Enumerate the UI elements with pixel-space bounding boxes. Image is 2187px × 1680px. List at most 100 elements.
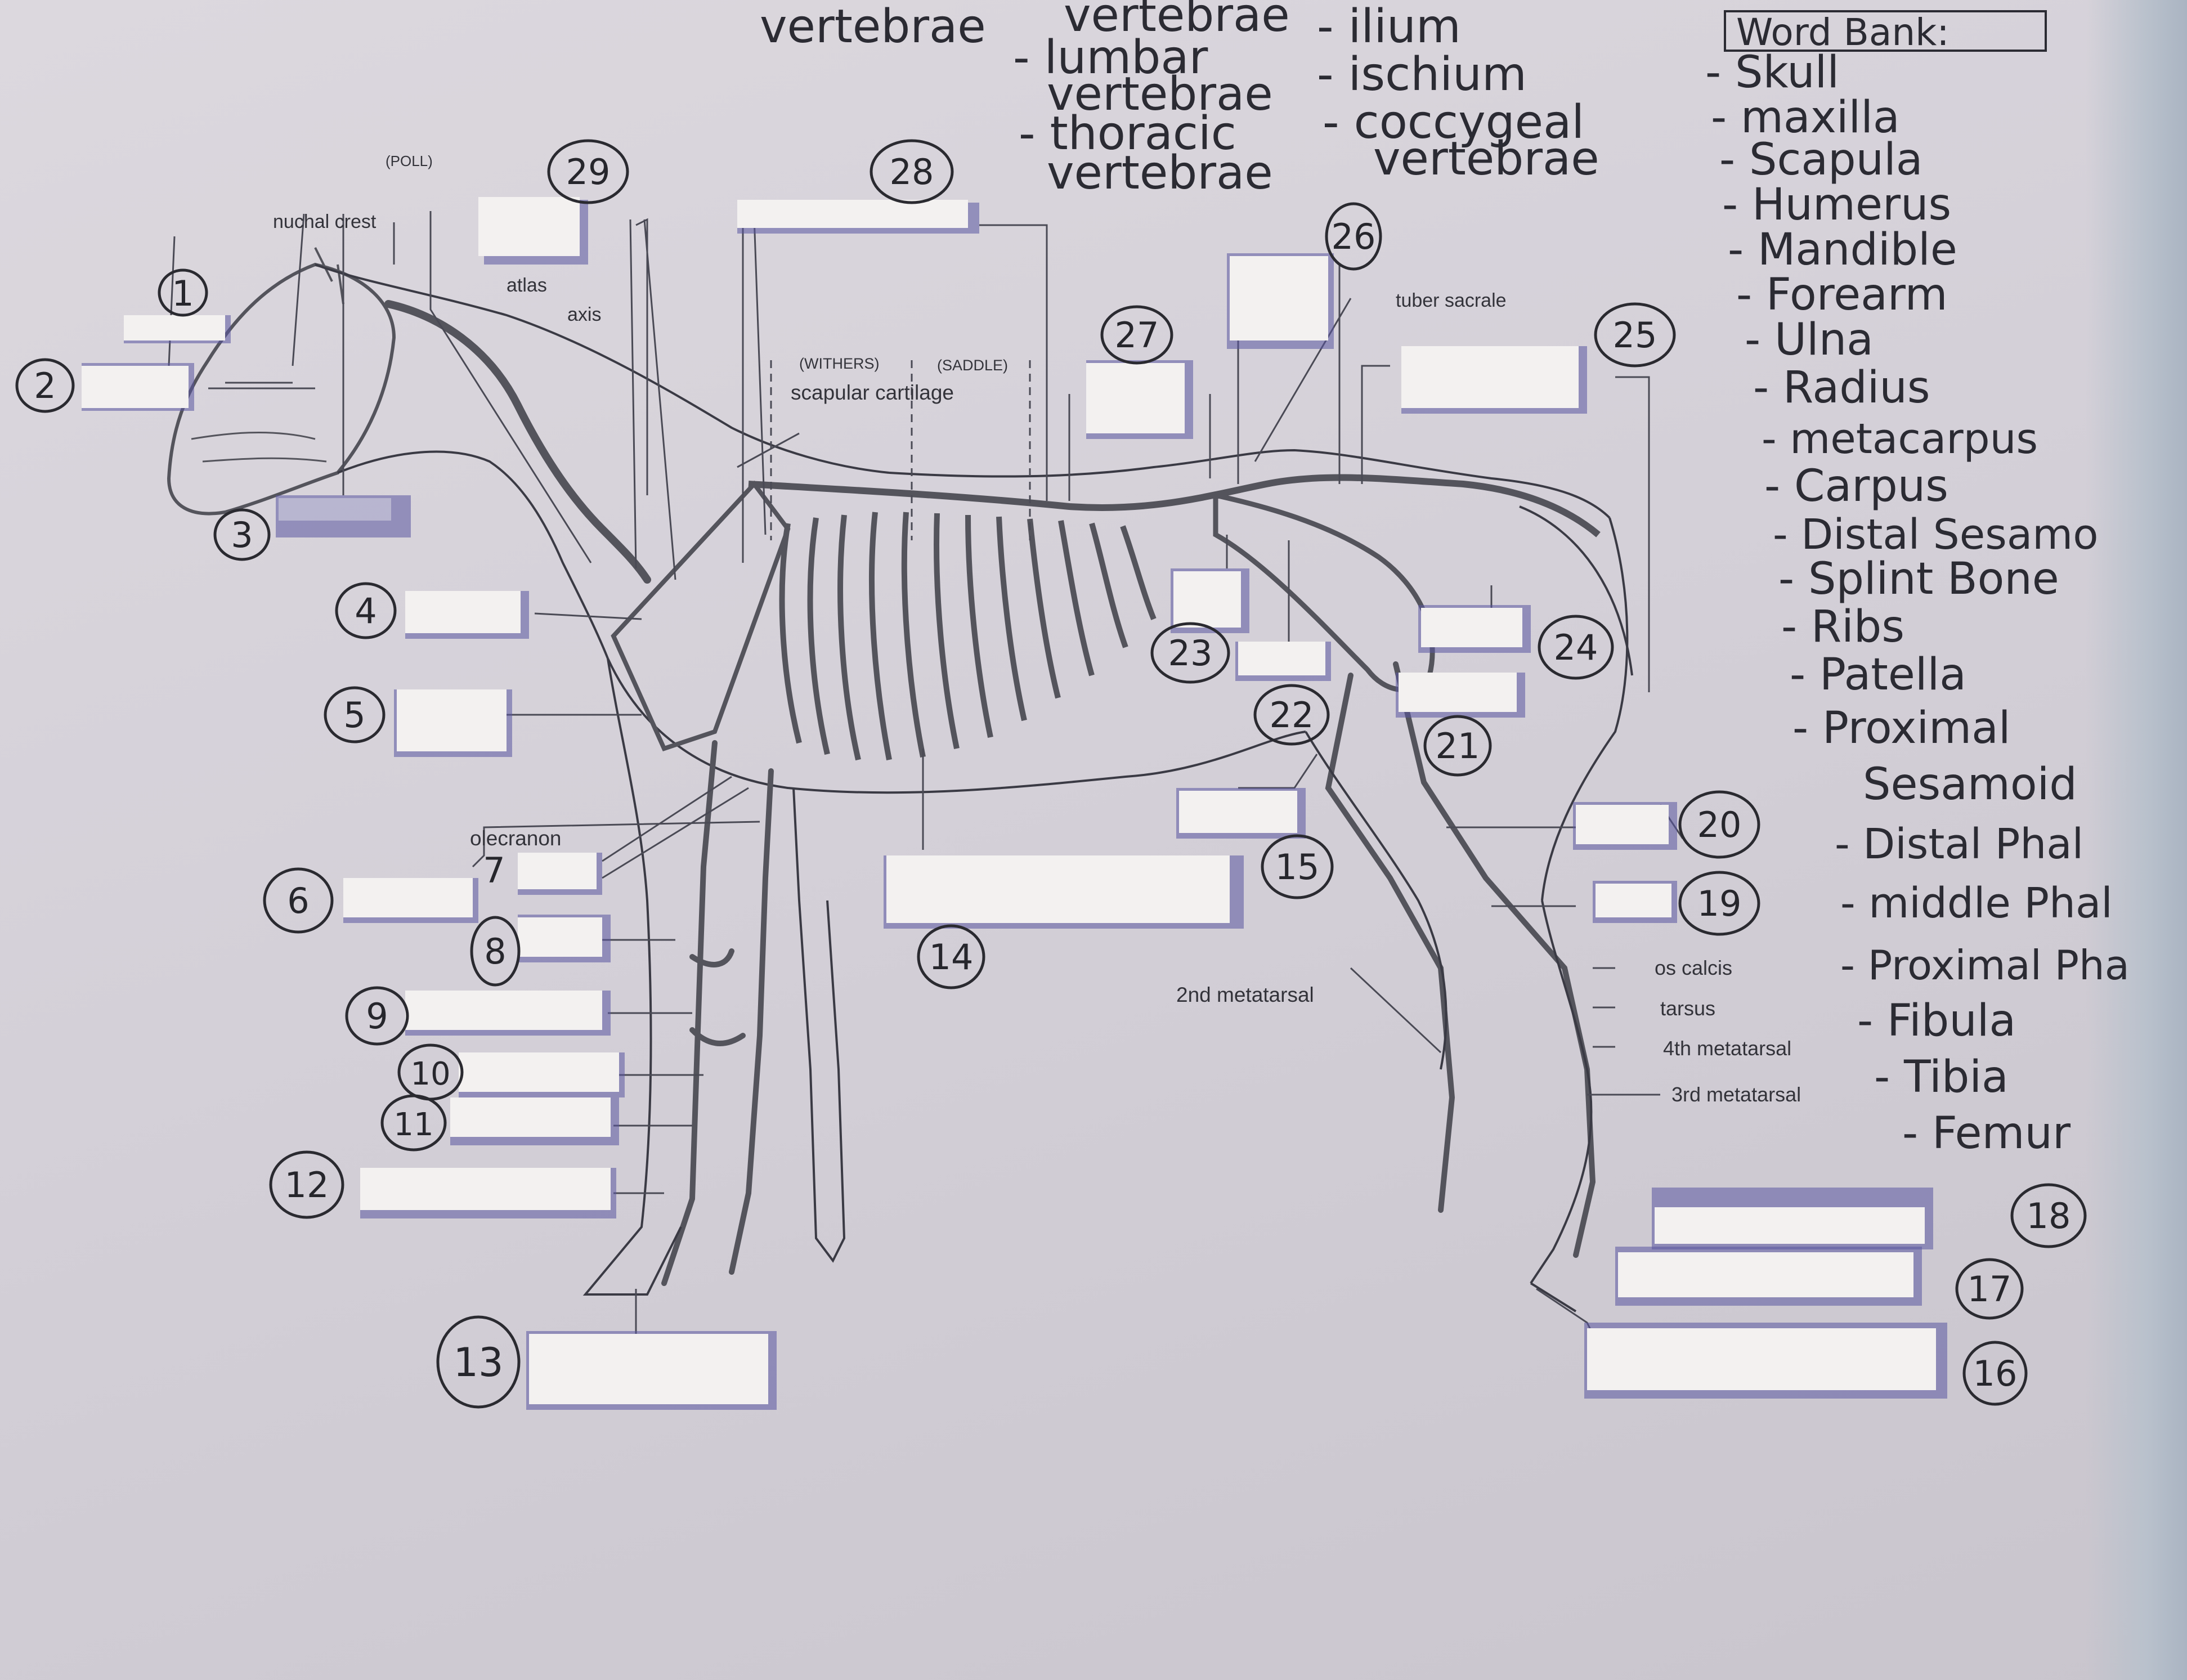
answer-box-23: [1173, 571, 1241, 628]
answer-box-2: [82, 366, 189, 408]
label-tarsus: tarsus: [1660, 997, 1715, 1020]
number-26: 26: [1332, 216, 1376, 257]
answer-box-12: [360, 1168, 611, 1210]
word-bank-item: - middle Phal: [1840, 879, 2113, 928]
number-markers: 1 2 3 4 5 6 7 8 9 10 11 12 13 14 15 16 1…: [15, 139, 2087, 1409]
number-4: 4: [355, 590, 377, 631]
word-bank-item: - metacarpus: [1762, 415, 2038, 463]
word-bank-item: - Carpus: [1764, 461, 1948, 512]
word-bank-title: Word Bank:: [1736, 11, 1950, 54]
number-16: 16: [1973, 1353, 2018, 1394]
paper-edge: [2086, 0, 2187, 1680]
word-bank-item: - Femur: [1902, 1108, 2071, 1159]
number-19: 19: [1697, 883, 1742, 924]
answer-box-16: [1587, 1328, 1936, 1390]
answer-box-1: [124, 315, 225, 341]
label-olecranon: olecranon: [470, 827, 562, 850]
answer-box-17: [1618, 1252, 1913, 1297]
number-2: 2: [34, 365, 56, 406]
answer-box-13: [529, 1334, 768, 1404]
label-nuchal-crest: nuchal crest: [273, 211, 377, 232]
number-10: 10: [410, 1056, 450, 1092]
number-1: 1: [172, 273, 194, 314]
answer-box-5: [397, 689, 507, 751]
answer-box-3: [279, 498, 391, 521]
front-legs: [661, 740, 774, 1286]
word-bank-item: - Distal Phal: [1835, 820, 2083, 868]
word-bank-item: - Tibia: [1874, 1052, 2009, 1103]
number-11: 11: [393, 1106, 433, 1143]
number-22: 22: [1270, 695, 1314, 736]
answer-box-14: [886, 855, 1230, 923]
word-bank-item: - Scapula: [1719, 135, 1923, 185]
number-29: 29: [566, 151, 611, 192]
answer-boxes: [82, 197, 1947, 1410]
label-scapular-cartilage: scapular cartilage: [791, 381, 954, 404]
word-bank-item: - Distal Sesamo: [1773, 510, 2099, 559]
wbt-col2-1: - lumbar: [1013, 31, 1208, 84]
answer-box-6: [343, 878, 473, 917]
word-bank-top: vertebrae vertebrae - lumbar vertebrae -…: [760, 0, 1599, 200]
spine: [748, 474, 1601, 537]
label-2nd-metatarsal: 2nd metatarsal: [1176, 983, 1314, 1006]
number-3: 3: [231, 514, 253, 555]
number-17: 17: [1968, 1269, 2012, 1310]
answer-box-19: [1596, 884, 1671, 917]
word-bank-item: - Radius: [1753, 362, 1930, 413]
label-os-calcis: os calcis: [1655, 956, 1732, 979]
number-14: 14: [929, 937, 974, 978]
number-13: 13: [453, 1339, 503, 1386]
answer-box-11: [450, 1097, 611, 1137]
label-tuber-sacrale: tuber sacrale: [1396, 290, 1507, 311]
number-7: 7: [483, 850, 505, 891]
word-bank-item: - Splint Bone: [1778, 554, 2059, 604]
answer-box-27: [1086, 363, 1185, 433]
horse-skeleton: [167, 247, 1633, 1312]
word-bank-item: - Ribs: [1781, 602, 1904, 652]
scapula: [611, 480, 791, 751]
word-bank-title-box: [1724, 10, 2047, 52]
label-poll: (POLL): [386, 153, 433, 169]
number-27: 27: [1115, 315, 1159, 356]
answer-box-4: [405, 591, 521, 633]
word-bank-item: - Skull: [1705, 47, 1839, 98]
number-5: 5: [343, 695, 365, 736]
answer-box-28: [737, 200, 968, 228]
answer-box-24-upper: [1421, 608, 1522, 647]
answer-box-18: [1655, 1207, 1925, 1244]
word-bank-item: - Patella: [1790, 649, 1966, 700]
word-bank-item: - maxilla: [1711, 92, 1900, 143]
printed-labels: (POLL) nuchal crest atlas axis (WITHERS)…: [273, 153, 1801, 1106]
word-bank-item: - Proximal Pha: [1840, 942, 2130, 989]
wbt-col2-0: vertebrae: [1064, 0, 1290, 42]
number-23: 23: [1168, 633, 1213, 674]
wbt-col3-0: - ilium: [1317, 0, 1461, 53]
number-15: 15: [1275, 846, 1320, 888]
word-bank: Word Bank: - Skull - maxilla - Scapula -…: [1705, 10, 2130, 1159]
answer-box-8: [518, 917, 602, 957]
wbt-col2-3: - thoracic: [1019, 107, 1236, 160]
label-atlas: atlas: [507, 275, 547, 296]
number-9: 9: [366, 996, 388, 1037]
answer-box-7: [518, 853, 597, 889]
word-bank-item: - Ulna: [1745, 315, 1874, 365]
wbt-col3-1: - ischium: [1317, 48, 1527, 101]
answer-box-21: [1399, 673, 1517, 712]
number-12: 12: [285, 1164, 329, 1206]
wbt-col3-3: vertebrae: [1373, 132, 1599, 186]
wbt-col2-4: vertebrae: [1047, 146, 1273, 200]
tail: [1519, 505, 1633, 676]
number-6: 6: [287, 880, 309, 921]
answer-box-26: [1230, 256, 1328, 341]
label-withers: (WITHERS): [799, 355, 879, 372]
skull: [167, 262, 396, 516]
answer-box-9: [405, 991, 602, 1030]
number-25: 25: [1613, 315, 1657, 356]
number-8: 8: [484, 931, 506, 972]
answer-box-10: [459, 1052, 619, 1092]
word-bank-item: - Forearm: [1736, 270, 1948, 320]
number-28: 28: [890, 151, 934, 192]
label-axis: axis: [567, 304, 601, 325]
hind-legs: [1325, 661, 1596, 1258]
label-3rd-metatarsal: 3rd metatarsal: [1671, 1083, 1801, 1106]
